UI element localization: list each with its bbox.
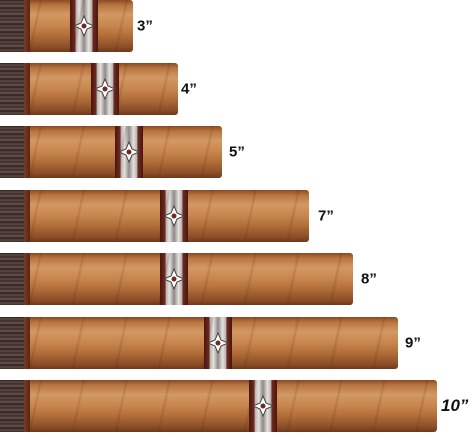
length-label-8in: 8” — [361, 270, 377, 288]
cigar-row-5in: 5” — [0, 126, 270, 178]
cigar-ash — [0, 317, 30, 369]
fleur-de-lis-icon — [162, 205, 186, 227]
length-label-9in: 9” — [405, 334, 421, 352]
cigar-ash — [0, 380, 30, 432]
cigar-band — [204, 317, 232, 369]
fleur-de-lis-icon — [93, 78, 117, 100]
cigar-row-8in: 8” — [0, 253, 390, 305]
fleur-de-lis-icon — [251, 395, 275, 417]
cigar-row-7in: 7” — [0, 190, 350, 242]
length-label-4in: 4” — [181, 80, 197, 98]
cigar-ash — [0, 126, 30, 178]
cigar-row-4in: 4” — [0, 63, 230, 115]
cigar-ash — [0, 190, 30, 242]
cigar-row-10in: 10” — [0, 380, 474, 432]
cigar-10in — [0, 380, 437, 432]
cigar-band — [91, 63, 119, 115]
length-label-3in: 3” — [137, 17, 153, 35]
cigar-band — [115, 126, 143, 178]
length-label-5in: 5” — [229, 143, 245, 161]
fleur-de-lis-icon — [162, 268, 186, 290]
cigar-4in — [0, 63, 178, 115]
cigar-row-9in: 9” — [0, 317, 430, 369]
cigar-7in — [0, 190, 309, 242]
length-label-10in: 10” — [441, 396, 469, 415]
cigar-band — [70, 0, 98, 52]
fleur-de-lis-icon — [117, 141, 141, 163]
cigar-row-3in: 3” — [0, 0, 200, 52]
fleur-de-lis-icon — [72, 15, 96, 37]
fleur-de-lis-icon — [206, 332, 230, 354]
cigar-band — [160, 190, 188, 242]
cigar-3in — [0, 0, 133, 52]
cigar-band — [249, 380, 277, 432]
cigar-5in — [0, 126, 222, 178]
cigar-ash — [0, 253, 30, 305]
length-label-7in: 7” — [318, 207, 334, 225]
cigar-ash — [0, 0, 30, 52]
cigar-8in — [0, 253, 353, 305]
cigar-ash — [0, 63, 30, 115]
cigar-band — [160, 253, 188, 305]
cigar-9in — [0, 317, 398, 369]
